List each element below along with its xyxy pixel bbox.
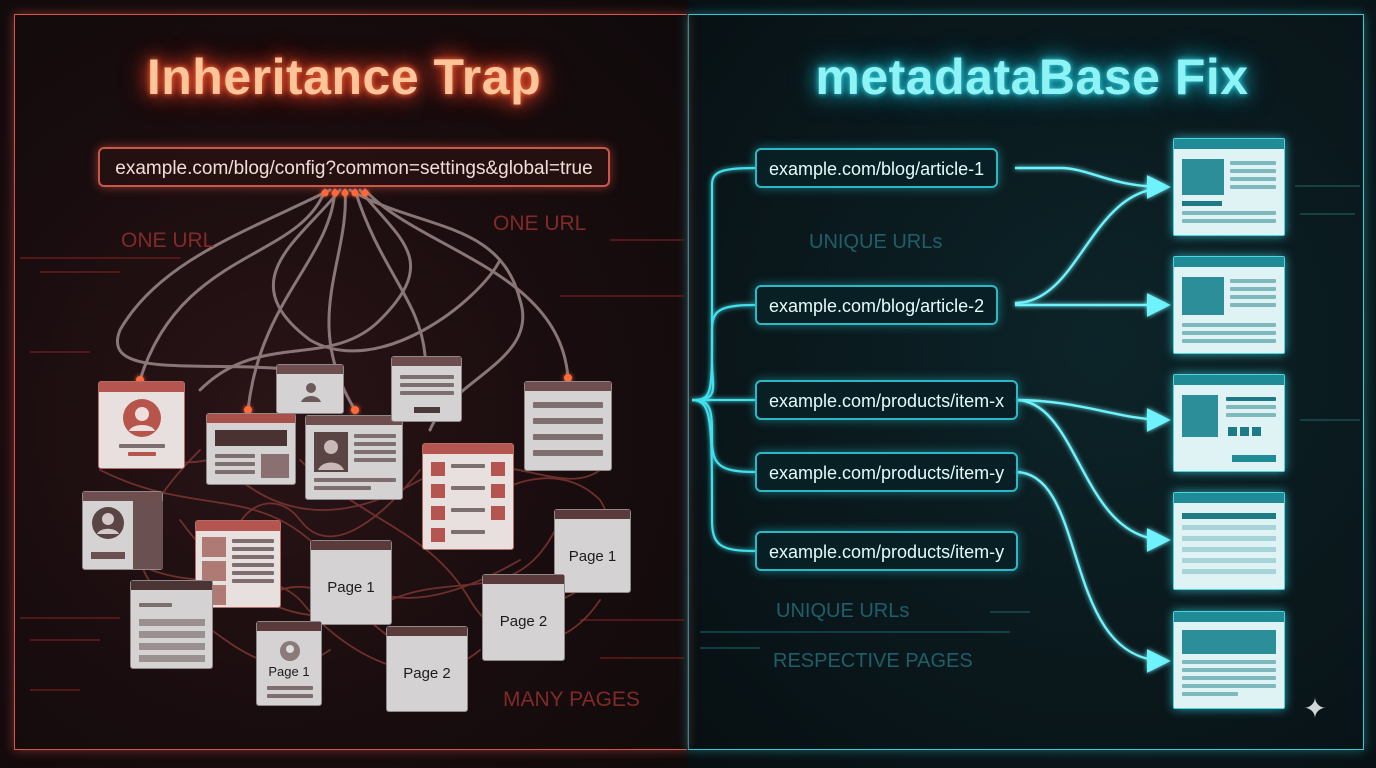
page-card-label: Page 1 [568,548,617,565]
inheritance-trap-title: Inheritance Trap [146,49,542,105]
metadatabase-fix-title: metadataBase Fix [815,49,1249,105]
unique-url-connectors [691,166,756,553]
url-article-2: example.com/blog/article-2 [755,285,999,325]
profile-card [98,381,185,469]
right-frame [688,14,1364,750]
page-card-1b: Page 1 [554,509,631,593]
page-card-1c: Page 1 [256,621,322,706]
page-card-label: Page 1 [327,579,375,596]
user-avatar-icon [301,383,321,402]
user-avatar-icon [92,507,124,539]
page-thumb-item-x [1173,374,1285,472]
user-avatar-icon [280,641,300,661]
url-article-1: example.com/blog/article-1 [755,148,999,188]
unique-urls-label-a: UNIQUE URLs [809,231,943,253]
many-pages-label: MANY PAGES [503,688,640,711]
page-card-2b: Page 2 [386,626,468,712]
cyan-streaks [700,185,1360,649]
one-url-label-b: ONE URL [493,212,587,235]
profile-sidebar-card [82,491,163,570]
page-thumb-article-2 [1173,256,1285,354]
page-thumb-item-y-table [1173,492,1285,590]
page-card-label: Page 2 [403,665,451,682]
page-thumb-article-1 [1173,138,1285,236]
shared-url-box: example.com/blog/config?common=settings&… [98,147,610,187]
unique-urls-label-b: UNIQUE URLs [776,600,910,622]
one-url-label-a: ONE URL [121,229,215,252]
left-frame [14,14,687,750]
page-thumb-item-y [1173,611,1285,709]
settings-list-card [524,381,612,471]
user-avatar-icon [314,432,348,472]
url-item-y-a: example.com/products/item-y [755,452,1019,492]
respective-page-connectors [1014,166,1171,673]
url-item-x: example.com/products/item-x [755,380,1019,420]
user-avatar-icon [123,399,161,437]
url-item-y-b: example.com/products/item-y [755,531,1019,571]
table-card [130,580,213,669]
page-card-label: Page 2 [499,613,548,630]
article-card [206,413,296,485]
page-card-2a: Page 2 [482,574,565,661]
page-card-label: Page 1 [268,664,310,679]
profile-detail-card [305,415,403,500]
respective-pages-label: RESPECTIVE PAGES [773,650,973,672]
red-streaks [20,239,684,691]
list-card-small [391,356,462,422]
page-card-1a: Page 1 [310,540,392,625]
sparkle-icon: ✦ [1303,693,1327,724]
grid-list-card [422,443,514,550]
avatar-card-small [276,364,344,414]
